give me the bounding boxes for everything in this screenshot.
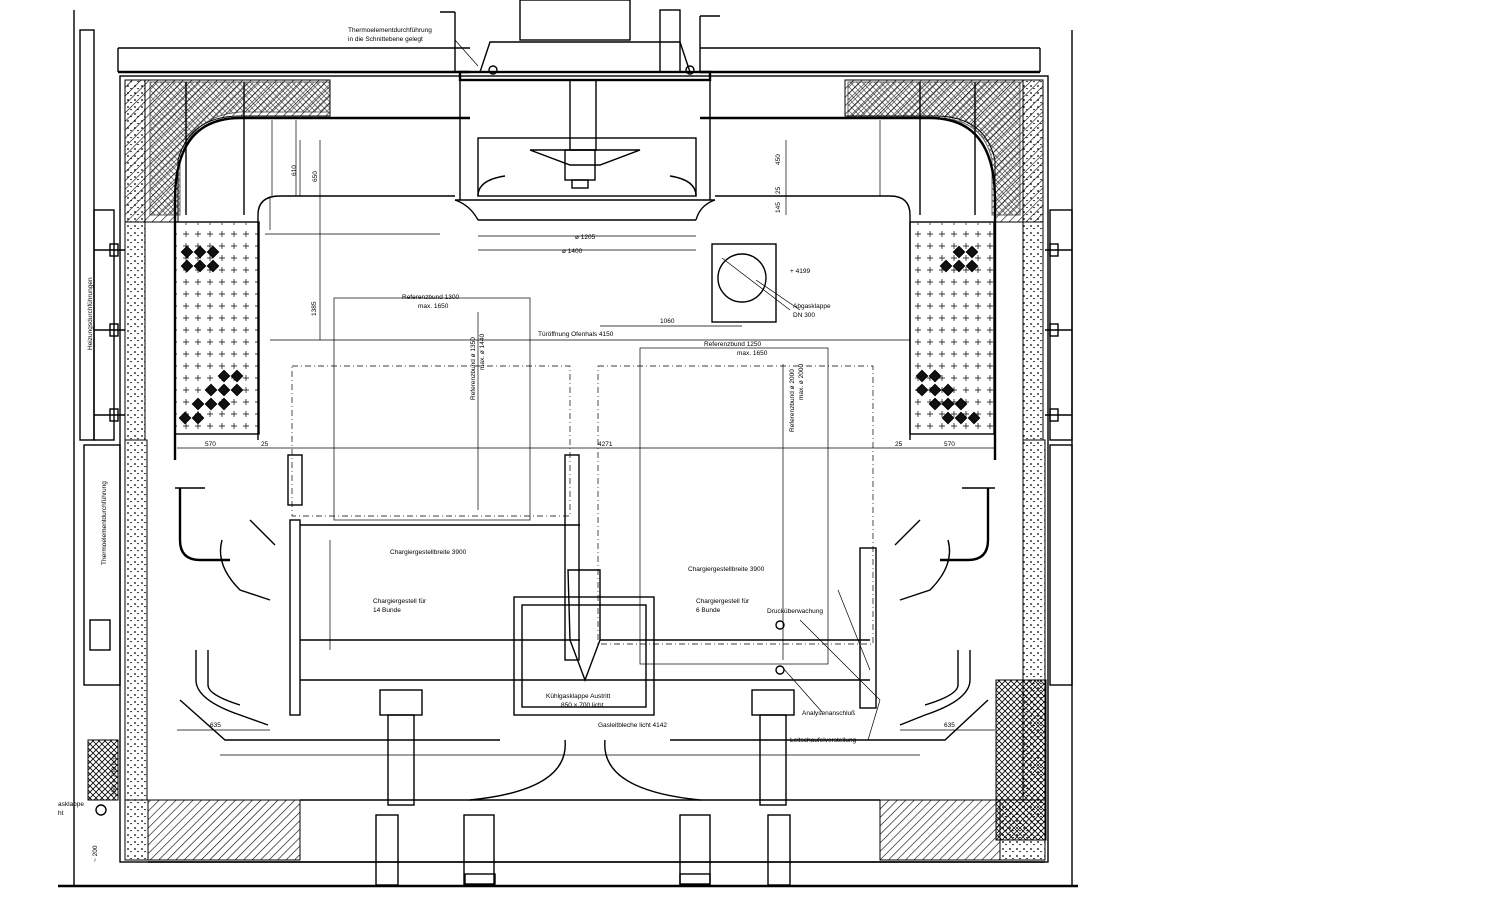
label-exhaust-flap: Abgasklappe: [793, 303, 831, 310]
label-rack-width-right: Chargiergestellbreite 3900: [688, 566, 765, 573]
label-thermo-feed-cut-1: Thermoelementdurchführung: [348, 27, 432, 34]
heating-feedthrough-bolts: [94, 243, 1072, 422]
label-coolgas-2: 850 × 700 licht: [561, 702, 604, 709]
dim-25-left: 25: [261, 441, 269, 448]
label-ref-bundle-right-dia: Referenzbund ø 2000: [789, 369, 796, 432]
exhaust-flap: [711, 243, 791, 323]
label-ref-bundle-right-dia-max: max. ø 2000: [798, 363, 805, 400]
label-analysis: Analysenanschluß: [802, 710, 855, 717]
insulation-bottom: [124, 799, 1046, 861]
dim-1385: 1385: [311, 301, 318, 316]
label-exhaust-dim: + 4199: [790, 268, 810, 275]
label-heating-feed: Heizungsdurchführungen: [87, 277, 94, 350]
label-door-opening: Türöffnung Ofenhals 4150: [538, 331, 614, 338]
reference-bundles: [291, 297, 874, 665]
label-ref-bundle-left-dia: Referenzbund ø 1350: [470, 337, 477, 400]
hanger-rods: [185, 82, 976, 215]
heating-panel-right: [909, 221, 995, 435]
label-ref-bundle-left-max: max. 1650: [418, 303, 449, 310]
label-ref-bundle-left-dia-max: max. ø 1440: [479, 333, 486, 370]
dim-570-right: 570: [944, 441, 955, 448]
heating-panel-left: [174, 221, 260, 435]
dim-635-left: 635: [210, 722, 221, 729]
label-rack-width-left: Chargiergestellbreite 3900: [390, 549, 467, 556]
label-rack-right-2: 6 Bunde: [696, 607, 721, 614]
dim-25a: 25: [775, 186, 782, 194]
label-rack-left-2: 14 Bunde: [373, 607, 401, 614]
dimension-texts: 610 650 450 25 145 ø 1205 ø 1400 1385 10…: [92, 154, 955, 862]
label-ref-bundle-right-max: max. 1650: [737, 350, 768, 357]
label-gas-guide: Gasleitbleche licht 4142: [598, 722, 667, 729]
label-pressure-monitor: Drucküberwachung: [767, 608, 823, 615]
label-coolgas-1: Kühlgasklappe Austritt: [546, 693, 611, 700]
dim-650: 650: [312, 171, 319, 182]
dim-1060: 1060: [660, 318, 675, 325]
label-thermo-feed-cut-2: in die Schnittebene gelegt: [348, 36, 423, 43]
dim-610: 610: [291, 165, 298, 176]
label-ref-bundle-left: Referenzbund 1300: [402, 294, 459, 301]
dim-4271: 4271: [598, 441, 613, 448]
label-vane-adjust: Leitschaufelverstellung: [790, 737, 857, 744]
fan-assembly: [440, 0, 720, 221]
dim-phi1205: ø 1205: [575, 234, 596, 241]
label-exhaust-flap-dn: DN 300: [793, 312, 815, 319]
inner-chamber-outline: [173, 116, 997, 460]
dim-25-right: 25: [895, 441, 903, 448]
label-rack-left-1: Chargiergestell für: [373, 598, 427, 605]
dim-450: 450: [775, 154, 782, 165]
leader-lines: [89, 39, 881, 816]
dim-635-right: 635: [944, 722, 955, 729]
dim-200: ~ 200: [92, 845, 99, 862]
dimension-lines: [177, 140, 995, 756]
label-ref-bundle-right: Referenzbund 1250: [704, 341, 761, 348]
label-thermo-feed: Thermoelementdurchführung: [101, 481, 108, 565]
annotations: Thermoelementdurchführung in die Schnitt…: [58, 27, 857, 817]
label-rack-right-1: Chargiergestell für: [696, 598, 750, 605]
gas-guide-plates: [175, 487, 995, 741]
dim-phi1400: ø 1400: [562, 248, 583, 255]
dim-145: 145: [775, 202, 782, 213]
label-side-flap-1: asklappe: [58, 801, 84, 808]
charging-racks: [287, 454, 877, 716]
label-side-opening: 350 × 700 licht: [111, 753, 118, 796]
bottom-supports: [148, 689, 1045, 886]
dim-570-left: 570: [205, 441, 216, 448]
label-side-flap-2: ht: [58, 810, 64, 817]
